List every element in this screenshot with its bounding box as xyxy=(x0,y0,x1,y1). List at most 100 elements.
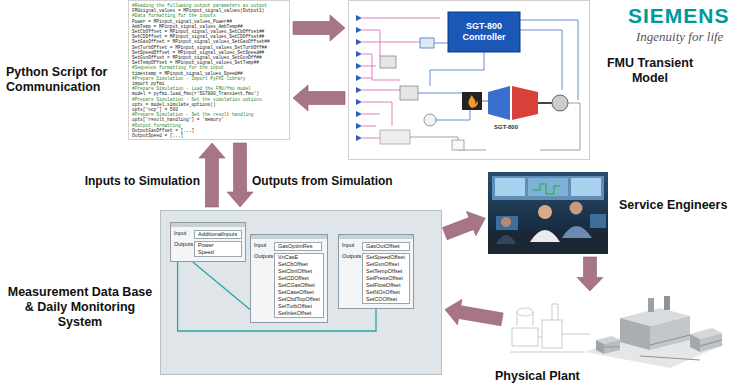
code-line: import pyfmi xyxy=(132,81,270,86)
field-value: GasOutOffset xyxy=(366,243,406,250)
edge-label: Inputs to Simulation xyxy=(85,174,200,188)
window-row: Input GasOutOffset xyxy=(339,241,413,252)
code-line: SetGasOffset = MPinput_signal_values_Set… xyxy=(132,39,270,44)
flow-arrow xyxy=(445,299,503,326)
code-line: timestamp = MPinput_signal_values_Speed#… xyxy=(132,71,270,76)
window-row: Input GasOptimRes xyxy=(251,241,327,252)
code-line: opts['ncp'] = 500 xyxy=(132,107,270,112)
input-field: GasOutOffset xyxy=(362,242,410,251)
window-titlebar xyxy=(339,235,413,239)
code-line: #Output formatting xyxy=(132,123,270,128)
output-list: VnCasESetCbOffsetSetCbnlOffsetSetCDOffse… xyxy=(274,253,324,318)
field-label: Outputs xyxy=(254,253,274,260)
flow-arrow xyxy=(577,257,603,291)
code-line: FMUsignal_values = MPinput_signal_values… xyxy=(132,8,270,13)
window-row: OutputsVnCasESetCbOffsetSetCbnlOffsetSet… xyxy=(251,252,327,319)
code-line: SetCbOffset = MPinput_signal_values_SetC… xyxy=(132,29,270,34)
list-item: SetGvnOffset xyxy=(366,261,406,268)
brand-logo: SIEMENS xyxy=(628,4,730,28)
code-line: Power = MPinput_signal_values_Power## xyxy=(132,19,270,24)
code-line: #Prepare Simulation - Set the result han… xyxy=(132,112,270,117)
output-list: PowerSpeed xyxy=(194,241,242,257)
code-line: OutputSpeed = [...] xyxy=(132,133,270,138)
flow-arrow xyxy=(293,15,345,41)
plant-illustration xyxy=(510,296,725,368)
input-field: AdditionalInputs xyxy=(194,230,242,239)
heading-label: Physical Plant xyxy=(495,369,605,384)
list-item: SetCaseOffset xyxy=(278,289,320,296)
window-row: OutputsPowerSpeed xyxy=(171,240,245,258)
list-item: SetNOxOffset xyxy=(366,289,406,296)
signal-line xyxy=(193,262,250,310)
heading-label: FMU Transient Model xyxy=(598,56,702,86)
brand-slogan: Ingenuity for life xyxy=(636,29,723,44)
code-line: opts = model.simulate_options() xyxy=(132,102,270,107)
list-item: SetCDOffset xyxy=(278,275,320,282)
code-line: opts['result_handling'] = 'memory' xyxy=(132,117,270,122)
list-item: SetCbOffset xyxy=(278,261,320,268)
list-item: SetInletOffset xyxy=(278,310,320,317)
code-line: #Prepare Simulation - Set the simulation… xyxy=(132,97,270,102)
list-item: SetCbdTopOffset xyxy=(278,296,320,303)
code-line: #Prepare Simulation - Load the FMU/fmu m… xyxy=(132,86,270,91)
monitoring-panel: Measurement Data Base & Daily Monitoring… xyxy=(160,210,442,375)
signal-window: InputAdditionalInputsOutputsPowerSpeed xyxy=(170,222,246,262)
code-line: model = pyfmi.load_fmu(r'SGT800_Transien… xyxy=(132,91,270,96)
list-item: VnCasE xyxy=(278,254,320,261)
field-label: Input xyxy=(254,242,274,249)
field-label: Input xyxy=(174,230,194,237)
code-line: #Reading the following output parameters… xyxy=(132,3,270,8)
field-value: GasOptimRes xyxy=(278,243,318,250)
field-label: Input xyxy=(342,242,362,249)
list-item: SetTempOffset xyxy=(366,268,406,275)
plant-image: Physical Plant xyxy=(505,294,725,368)
code-line: SetSpeedOffset = MPinput_signal_values_S… xyxy=(132,50,270,55)
field-value: AdditionalInputs xyxy=(198,231,238,238)
flow-arrow xyxy=(293,85,345,111)
control-room-photo: Service Engineers xyxy=(488,172,608,254)
list-item: SetPressOffset xyxy=(366,275,406,282)
code-line: #Sequence formatting for the input xyxy=(132,65,270,70)
list-item: SetTurbOffset xyxy=(278,303,320,310)
field-label: Outputs xyxy=(342,253,362,260)
heading-label: Service Engineers xyxy=(619,198,735,213)
control-room-photo xyxy=(488,172,608,254)
controller-label: SGT-800 Controller xyxy=(448,12,520,52)
code-line: #Data formatting for the inputs xyxy=(132,13,270,18)
heading-label: Measurement Data Base & Daily Monitoring… xyxy=(5,285,155,330)
code-line: SetTurbOffset = MPinput_signal_values_Se… xyxy=(132,45,270,50)
code-screenshot: Python Script for Communication#Reading … xyxy=(128,0,290,140)
fmu-model-image: FMU Transient ModelSGT-800 ControllerSGT… xyxy=(348,0,590,160)
flow-arrow xyxy=(443,211,486,239)
heading-label: Python Script for Communication xyxy=(6,65,124,95)
window-row: OutputsSetSpeedOffsetSetGvnOffsetSetTemp… xyxy=(339,252,413,305)
flow-arrow xyxy=(227,143,253,207)
edge-label: Outputs from Simulation xyxy=(252,174,393,188)
code-body: #Reading the following output parameters… xyxy=(132,3,270,138)
list-item: SetFlowOffset xyxy=(366,282,406,289)
code-line: #Prepare Simulation - Import PyFMI libra… xyxy=(132,76,270,81)
code-line: SetCDOffset = MPinput_signal_values_SetC… xyxy=(132,34,270,39)
list-item: SetCGasOffset xyxy=(278,282,320,289)
window-row: Input AdditionalInputs xyxy=(171,229,245,240)
output-list: SetSpeedOffsetSetGvnOffsetSetTempOffsetS… xyxy=(362,253,410,304)
list-item: SetSpeedOffset xyxy=(366,254,406,261)
input-field: GasOptimRes xyxy=(274,242,322,251)
signal-link xyxy=(193,262,250,310)
code-line: AmbTemp = MPinput_signal_values_AmbTemp#… xyxy=(132,24,270,29)
list-item: SetCOOffset xyxy=(366,296,406,303)
code-line: SetGvnOffset = MPinput_signal_values_Set… xyxy=(132,55,270,60)
field-label: Outputs xyxy=(174,241,194,248)
list-item: SetCbnlOffset xyxy=(278,268,320,275)
list-item: Speed xyxy=(198,249,238,256)
turbine-label: SGT-800 xyxy=(494,124,518,131)
signal-window: InputGasOutOffsetOutputsSetSpeedOffsetSe… xyxy=(338,234,414,309)
code-line: OutputGasOffset = [...] xyxy=(132,128,270,133)
code-line: SetTempOffset = MPinput_signal_values_Se… xyxy=(132,60,270,65)
window-titlebar xyxy=(251,235,327,239)
list-item: Power xyxy=(198,242,238,249)
window-titlebar xyxy=(171,223,245,227)
fmu-schematic xyxy=(349,1,590,160)
signal-window: InputGasOptimResOutputsVnCasESetCbOffset… xyxy=(250,234,328,323)
